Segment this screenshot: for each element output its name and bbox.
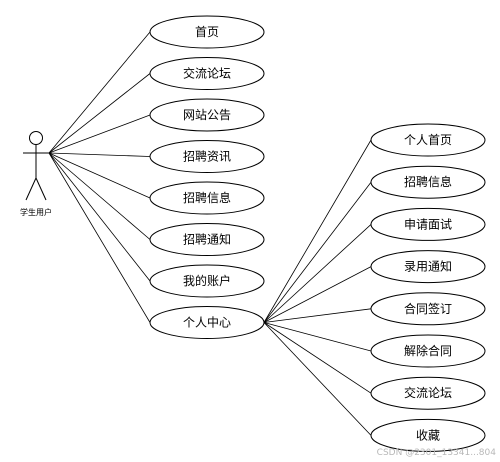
use-case-right-1-label: 招聘信息 — [404, 174, 452, 189]
use-case-right-1-shape — [370, 165, 486, 199]
use-case-left-2-shape — [149, 98, 265, 132]
use-case-left-3-shape — [149, 140, 265, 173]
use-case-left-3: 招聘资讯 — [149, 140, 265, 173]
actor-left-leg — [25, 177, 37, 201]
association-lines — [48, 31, 372, 436]
use-case-left-5-label: 招聘通知 — [183, 233, 231, 247]
actor-student-user: 学生用户 — [20, 131, 52, 217]
use-case-right-4-shape — [370, 292, 486, 326]
use-case-right-7-label: 收藏 — [416, 428, 440, 442]
association-line-right-5 — [263, 322, 372, 352]
association-line-right-0 — [263, 139, 372, 323]
association-line-left-6 — [48, 152, 151, 282]
use-case-left-6-shape — [149, 264, 265, 298]
association-line-left-4 — [48, 152, 151, 199]
use-case-left-2: 网站公告 — [149, 98, 265, 132]
use-case-right-4-label: 合同签订 — [404, 301, 452, 316]
use-case-left-1-label: 交流论坛 — [183, 66, 231, 81]
use-case-left-4-shape — [149, 181, 265, 215]
use-case-right-4: 合同签订 — [370, 292, 486, 326]
use-case-left-3-label: 招聘资讯 — [183, 150, 231, 164]
use-case-left-0: 首页 — [149, 15, 265, 49]
use-case-right-3-shape — [370, 250, 486, 284]
association-line-left-2 — [48, 114, 151, 154]
use-case-left-1: 交流论坛 — [149, 57, 265, 90]
use-case-left-5: 招聘通知 — [149, 223, 265, 256]
use-case-right-0-label: 个人首页 — [404, 133, 452, 147]
use-case-left-7-label: 个人中心 — [183, 315, 231, 330]
use-case-right-6-label: 交流论坛 — [404, 385, 452, 400]
use-case-left-4: 招聘信息 — [149, 181, 265, 215]
use-case-left-6: 我的账户 — [149, 264, 265, 298]
use-case-right-0: 个人首页 — [370, 123, 486, 157]
actor-head — [29, 131, 43, 145]
association-line-left-7 — [48, 152, 151, 323]
use-case-right-6-shape — [370, 376, 486, 410]
use-case-right-6: 交流论坛 — [370, 376, 486, 410]
use-case-right-2: 申请面试 — [370, 207, 486, 241]
watermark: CSDN @2301_13341...804 — [377, 448, 497, 458]
use-case-left-7-shape — [149, 306, 265, 339]
actor-label: 学生用户 — [20, 207, 52, 217]
association-line-right-3 — [263, 266, 372, 323]
use-case-left-7: 个人中心 — [149, 306, 265, 339]
association-line-right-7 — [263, 322, 372, 436]
association-line-left-3 — [48, 152, 151, 157]
use-case-left-4-label: 招聘信息 — [183, 190, 231, 205]
use-case-right-5: 解除合同 — [370, 334, 486, 368]
association-line-right-6 — [263, 322, 372, 394]
association-line-right-4 — [263, 308, 372, 323]
use-case-right-5-label: 解除合同 — [404, 343, 452, 358]
association-line-right-1 — [263, 181, 372, 323]
actor-right-leg — [35, 177, 47, 201]
use-case-right-7: 收藏 — [370, 418, 486, 452]
use-case-left-2-label: 网站公告 — [183, 108, 231, 122]
use-case-left-1-shape — [149, 57, 265, 90]
use-case-right-3-label: 录用通知 — [404, 260, 452, 274]
use-case-right-1: 招聘信息 — [370, 165, 486, 199]
use-case-right-3: 录用通知 — [370, 250, 486, 284]
use-case-right-2-shape — [370, 207, 486, 241]
use-case-left-5-shape — [149, 223, 265, 256]
use-case-right-2-label: 申请面试 — [404, 216, 452, 231]
association-line-right-2 — [263, 224, 372, 323]
use-case-right-0-shape — [370, 123, 486, 157]
association-line-left-0 — [48, 31, 151, 154]
use-case-right-5-shape — [370, 334, 486, 368]
association-line-left-1 — [48, 73, 151, 154]
use-case-left-6-label: 我的账户 — [183, 273, 231, 288]
use-case-left-0-shape — [149, 15, 265, 49]
use-case-right-7-shape — [370, 418, 486, 452]
association-line-left-5 — [48, 152, 151, 240]
use-case-left-0-label: 首页 — [195, 25, 219, 39]
